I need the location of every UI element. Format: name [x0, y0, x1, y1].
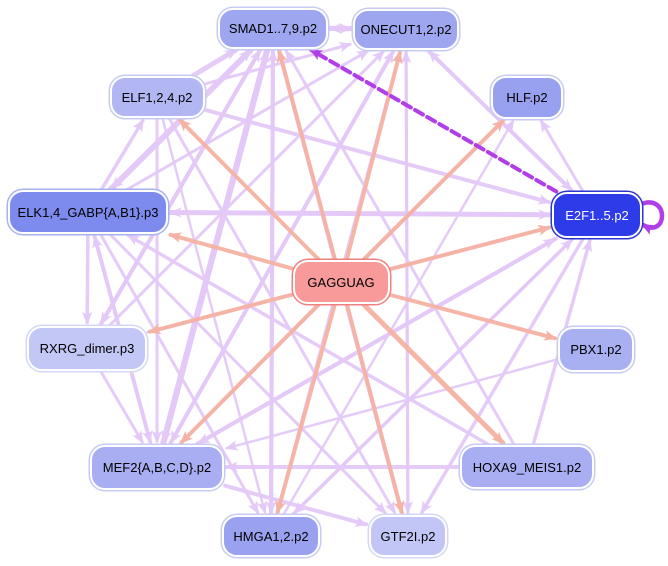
edge-center-to-mef2 — [179, 302, 321, 445]
edge-hoxa9-to-elk — [126, 233, 491, 447]
edge-center-to-elf — [178, 118, 321, 262]
edge-hoxa9-to-smad — [284, 49, 516, 446]
motif-node-center[interactable]: GAGGUAG — [292, 260, 390, 304]
edge-onecut-to-mef2 — [169, 48, 396, 444]
tf-node-elf[interactable]: ELF1,2,4.p2 — [109, 76, 205, 118]
edge-e2f-to-mef2 — [196, 236, 558, 446]
edge-center-to-pbx — [388, 292, 558, 341]
tf-node-elk[interactable]: ELK1,4_GABP{A,B1}.p3 — [8, 190, 168, 234]
edge-center-to-rxrg — [147, 292, 294, 335]
tf-node-rxrg[interactable]: RXRG_dimer.p3 — [27, 325, 147, 371]
edge-elf-to-onecut — [203, 41, 353, 86]
edge-e2f-to-elk — [168, 207, 553, 219]
edge-e2f-to-e2f — [636, 200, 665, 236]
edge-rxrg-to-mef2 — [99, 369, 144, 444]
tf-node-smad[interactable]: SMAD1..7,9.p2 — [218, 7, 328, 49]
tf-node-gtf2i[interactable]: GTF2I.p2 — [369, 515, 447, 557]
edge-center-to-e2f — [388, 225, 552, 272]
edge-center-to-smad — [276, 49, 337, 262]
edge-hmga-to-hlf — [282, 119, 515, 516]
tf-node-e2f[interactable]: E2F1..5.p2 — [552, 192, 642, 238]
edge-center-to-hlf — [361, 118, 506, 262]
tf-node-hmga[interactable]: HMGA1,2.p2 — [222, 515, 320, 557]
tf-node-mef2[interactable]: MEF2{A,B,C,D}.p2 — [90, 444, 224, 490]
edge-center-to-hoxa9 — [361, 302, 506, 446]
edge-elk-to-elf — [99, 118, 145, 191]
edge-e2f-to-gtf2i — [420, 237, 585, 515]
edge-elf-to-smad — [190, 47, 239, 78]
edge-smad-to-elk — [110, 47, 254, 190]
edge-center-to-hmga — [275, 302, 337, 515]
edge-hmga-to-smad — [267, 49, 279, 516]
edge-center-to-onecut — [344, 50, 403, 262]
tf-node-pbx[interactable]: PBX1.p2 — [558, 326, 634, 372]
edge-center-to-gtf2i — [345, 302, 405, 515]
tf-node-hoxa9[interactable]: HOXA9_MEIS1.p2 — [460, 445, 594, 489]
edge-elf-to-e2f — [203, 107, 552, 205]
edge-onecut-to-gtf2i — [402, 48, 414, 514]
edge-rxrg-to-smad — [98, 49, 262, 327]
edge-elf-to-gtf2i — [168, 117, 397, 515]
edge-center-to-elk — [168, 232, 294, 271]
edge-e2f-to-smad — [309, 47, 559, 194]
edge-elk-to-rxrg — [81, 233, 93, 325]
tf-node-hlf[interactable]: HLF.p2 — [491, 75, 563, 119]
edge-e2f-to-hlf — [539, 119, 585, 193]
tf-node-onecut[interactable]: ONECUT1,2.p2 — [353, 8, 459, 50]
